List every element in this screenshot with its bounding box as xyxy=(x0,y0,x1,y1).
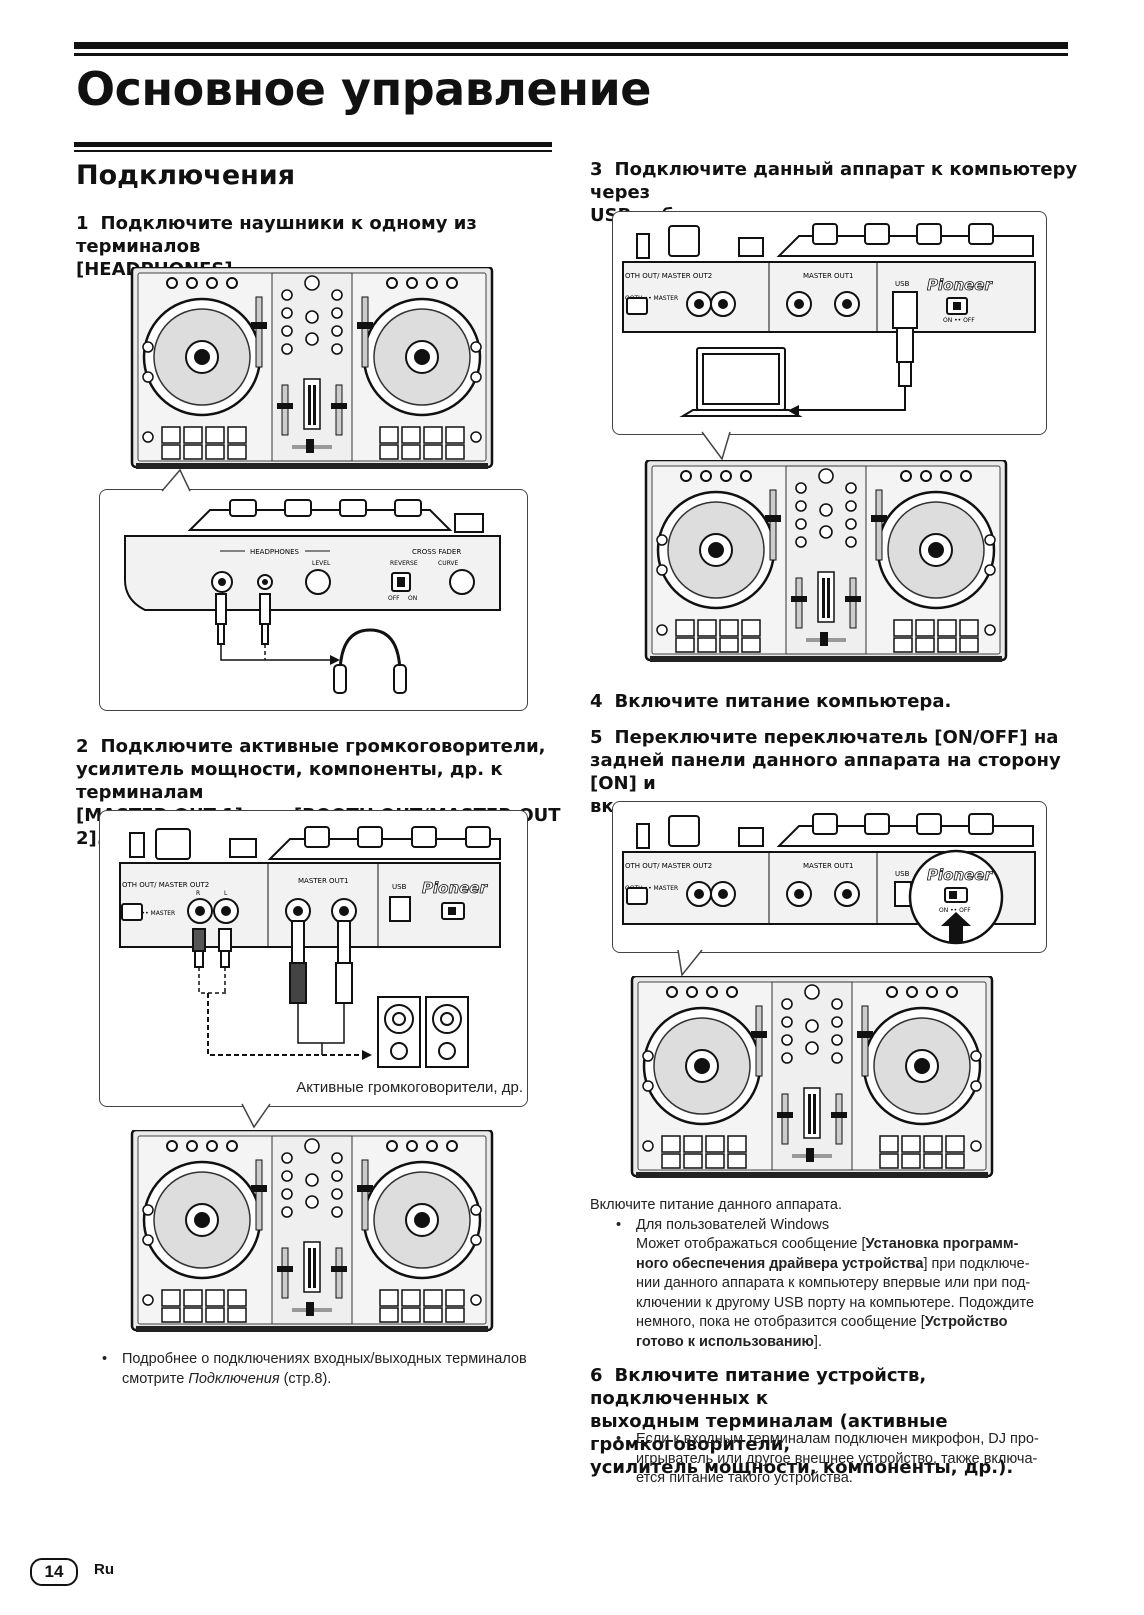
svg-text:MASTER OUT1: MASTER OUT1 xyxy=(803,862,853,870)
svg-text:USB: USB xyxy=(392,883,407,891)
svg-text:OTH OUT/ MASTER OUT2: OTH OUT/ MASTER OUT2 xyxy=(625,862,712,870)
svg-text:L: L xyxy=(224,890,228,897)
svg-text:OTH OUT/ MASTER OUT2: OTH OUT/ MASTER OUT2 xyxy=(122,881,209,889)
dj-controller-icon xyxy=(630,976,994,1180)
svg-text:Pioneer: Pioneer xyxy=(422,879,488,897)
step-6-note: Если к входным терминалам подключен микр… xyxy=(614,1430,1084,1489)
svg-text:USB: USB xyxy=(895,870,910,878)
arrow-up-icon xyxy=(941,912,971,942)
laptop-icon xyxy=(679,347,803,417)
svg-text:CROSS FADER: CROSS FADER xyxy=(412,548,461,556)
svg-text:OFF: OFF xyxy=(388,595,400,602)
callout-pointer xyxy=(161,468,191,492)
svg-text:OOTH •• MASTER: OOTH •• MASTER xyxy=(625,885,678,892)
section-rule-thin xyxy=(74,150,552,152)
svg-text:MASTER OUT1: MASTER OUT1 xyxy=(803,272,853,280)
power-switch-callout: OTH OUT/ MASTER OUT2 OOTH •• MASTER MAST… xyxy=(612,801,1047,953)
svg-text:R: R xyxy=(196,890,200,897)
power-switch-diagram: OTH OUT/ MASTER OUT2 OOTH •• MASTER MAST… xyxy=(622,813,1036,945)
dj-controller-icon xyxy=(644,460,1008,664)
svg-text:Pioneer: Pioneer xyxy=(927,866,993,884)
language-code: Ru xyxy=(94,1561,114,1578)
page-title: Основное управление xyxy=(76,62,651,116)
svg-text:ON: ON xyxy=(408,595,417,602)
section-rule-thick xyxy=(74,142,552,147)
dj-controller-icon xyxy=(130,1130,494,1334)
svg-text:OOTH •• MASTER: OOTH •• MASTER xyxy=(122,910,175,917)
svg-text:MASTER OUT1: MASTER OUT1 xyxy=(298,877,348,885)
svg-text:OOTH •• MASTER: OOTH •• MASTER xyxy=(625,295,678,302)
label-headphones: HEADPHONES xyxy=(250,548,300,556)
svg-text:ON •• OFF: ON •• OFF xyxy=(943,317,975,324)
speaker-icon xyxy=(377,996,469,1068)
header-rule-thin xyxy=(74,53,1068,56)
svg-text:ON •• OFF: ON •• OFF xyxy=(939,907,971,914)
headphones-callout: HEADPHONES LEVEL CROSS FADER REVERSE CUR… xyxy=(99,489,528,711)
page-number: 14 xyxy=(30,1558,78,1586)
svg-text:OTH OUT/ MASTER OUT2: OTH OUT/ MASTER OUT2 xyxy=(625,272,712,280)
usb-callout: OTH OUT/ MASTER OUT2 OOTH •• MASTER MAST… xyxy=(612,211,1047,435)
svg-text:USB: USB xyxy=(895,280,910,288)
section-title: Подключения xyxy=(76,160,296,191)
usb-cable-icon xyxy=(892,291,918,387)
svg-text:LEVEL: LEVEL xyxy=(312,560,331,567)
dj-controller-icon xyxy=(130,267,494,471)
speakers-caption: Активные громкоговорители, др. xyxy=(296,1079,523,1096)
callout-pointer xyxy=(701,431,731,461)
svg-text:CURVE: CURVE xyxy=(438,560,459,567)
header-rule-thick xyxy=(74,42,1068,49)
svg-text:REVERSE: REVERSE xyxy=(390,560,418,567)
callout-pointer xyxy=(677,949,703,977)
power-on-note: Включите питание данного аппарата. Для п… xyxy=(590,1196,1090,1352)
master-out-callout: OTH OUT/ MASTER OUT2 OOTH •• MASTER MAST… xyxy=(99,810,528,1107)
headphones-icon xyxy=(338,628,402,676)
left-note: Подробнее о подключениях входных/выходны… xyxy=(100,1350,560,1389)
master-out-connection-diagram: OTH OUT/ MASTER OUT2 OOTH •• MASTER MAST… xyxy=(119,826,501,1068)
svg-text:Pioneer: Pioneer xyxy=(927,276,993,294)
headphones-connection-diagram: HEADPHONES LEVEL CROSS FADER REVERSE CUR… xyxy=(124,499,501,694)
callout-pointer xyxy=(241,1103,271,1129)
usb-connection-diagram: OTH OUT/ MASTER OUT2 OOTH •• MASTER MAST… xyxy=(622,223,1036,417)
